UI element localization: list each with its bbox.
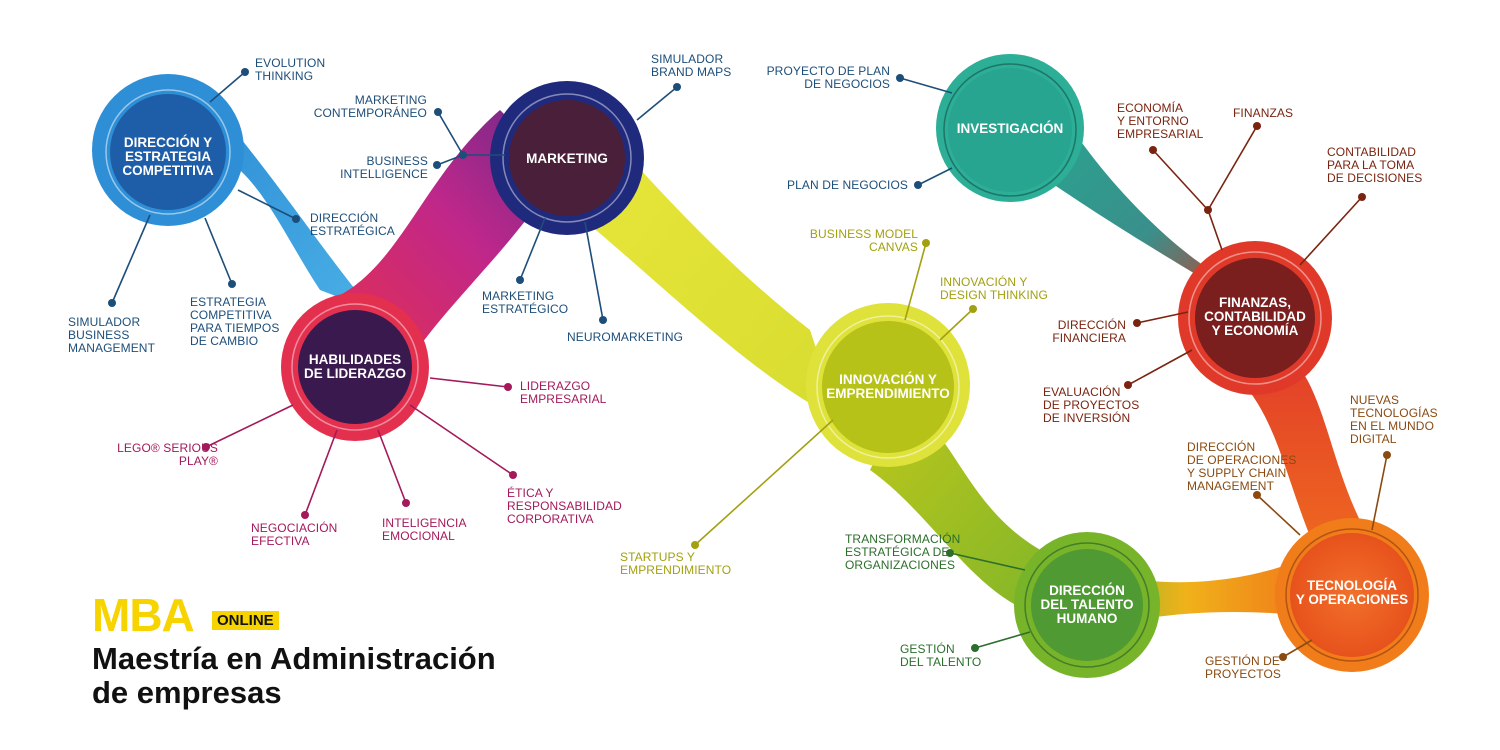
connector-investigacion-finanzas [1040,110,1240,300]
online-badge: ONLINE [212,611,279,630]
label-simulador-business: SIMULADOR BUSINESS MANAGEMENT [68,315,156,355]
label-evolution-thinking: EVOLUTION THINKING [255,56,326,83]
label-startups: STARTUPS Y EMPRENDIMIENTO [620,550,732,577]
label-transformacion: TRANSFORMACIÓN ESTRATÉGICA DE ORGANIZACI… [845,532,961,572]
node-title-tecnologia: TECNOLOGÍA Y OPERACIONES [1295,578,1409,607]
label-gestion-proyectos: GESTIÓN DE PROYECTOS [1205,654,1282,681]
label-liderazgo-empresarial: LIDERAZGO EMPRESARIAL [520,379,607,406]
node-talento [1014,532,1160,678]
node-title-habilidades: HABILIDADES DE LIDERAZGO [303,352,406,381]
node-finanzas [1178,241,1332,395]
label-marketing-estrategico: MARKETING ESTRATÉGICO [482,289,569,316]
label-evaluacion: EVALUACIÓN DE PROYECTOS DE INVERSIÓN [1043,385,1140,425]
node-title-innovacion: INNOVACIÓN Y EMPRENDIMIENTO [826,372,950,401]
label-design-thinking: INNOVACIÓN Y DESIGN THINKING [940,275,1048,302]
label-business-intelligence: BUSINESS INTELLIGENCE [340,154,428,181]
label-lego: LEGO® SERIOUS PLAY® [117,441,218,468]
label-plan-negocios: PLAN DE NEGOCIOS [787,178,908,192]
node-tecnologia [1275,518,1429,672]
label-contabilidad: CONTABILIDAD PARA LA TOMA DE DECISIONES [1327,145,1423,185]
node-marketing [490,81,644,235]
label-proyecto-plan: PROYECTO DE PLAN DE NEGOCIOS [766,64,890,91]
label-estrategia-competitiva: ESTRATEGIA COMPETITIVA PARA TIEMPOS DE C… [190,295,280,348]
node-title-talento: DIRECCIÓN DEL TALENTO HUMANO [1040,583,1134,626]
connector-direccion-habilidades [195,135,372,310]
label-direccion-financiera: DIRECCIÓN FINANCIERA [1052,318,1126,345]
label-business-model: BUSINESS MODEL CANVAS [809,227,918,254]
node-innovacion [806,303,970,467]
label-marketing-contemporaneo: MARKETING CONTEMPORÁNEO [313,93,427,120]
label-inteligencia: INTELIGENCIA EMOCIONAL [382,516,467,543]
label-finanzas-sub: FINANZAS [1233,106,1294,120]
node-habilidades [281,293,429,441]
mba-title: MBA [92,589,195,641]
label-nuevas-tecnologias: NUEVAS TECNOLOGÍAS EN EL MUNDO DIGITAL [1350,393,1438,446]
label-gestion-talento: GESTIÓN DEL TALENTO [900,642,982,669]
node-investigacion [936,54,1084,202]
node-title-finanzas: FINANZAS, CONTABILIDAD Y ECONOMÍA [1204,295,1306,338]
label-direccion-estrategica: DIRECCIÓN ESTRATÉGICA [310,211,395,238]
label-etica: ÉTICA Y RESPONSABILIDAD CORPORATIVA [507,486,622,526]
node-direccion-estrategia [92,74,244,226]
label-neuromarketing: NEUROMARKETING [567,330,684,344]
label-simulador-brand: SIMULADOR BRAND MAPS [651,52,732,79]
label-negociacion: NEGOCIACIÓN EFECTIVA [251,521,338,548]
node-title-investigacion: INVESTIGACIÓN [956,121,1064,136]
node-title-direccion-estrategia: DIRECCIÓN Y ESTRATEGIA COMPETITIVA [122,135,214,178]
label-operaciones: DIRECCIÓN DE OPERACIONES Y SUPPLY CHAIN … [1187,440,1297,493]
connector-marketing-innovacion [590,125,840,420]
node-title-marketing: MARKETING [526,151,608,166]
mba-subtitle: Maestría en Administración de empresas [92,641,496,710]
leader-lines [108,68,1391,661]
label-economia: ECONOMÍA Y ENTORNO EMPRESARIAL [1117,101,1204,141]
